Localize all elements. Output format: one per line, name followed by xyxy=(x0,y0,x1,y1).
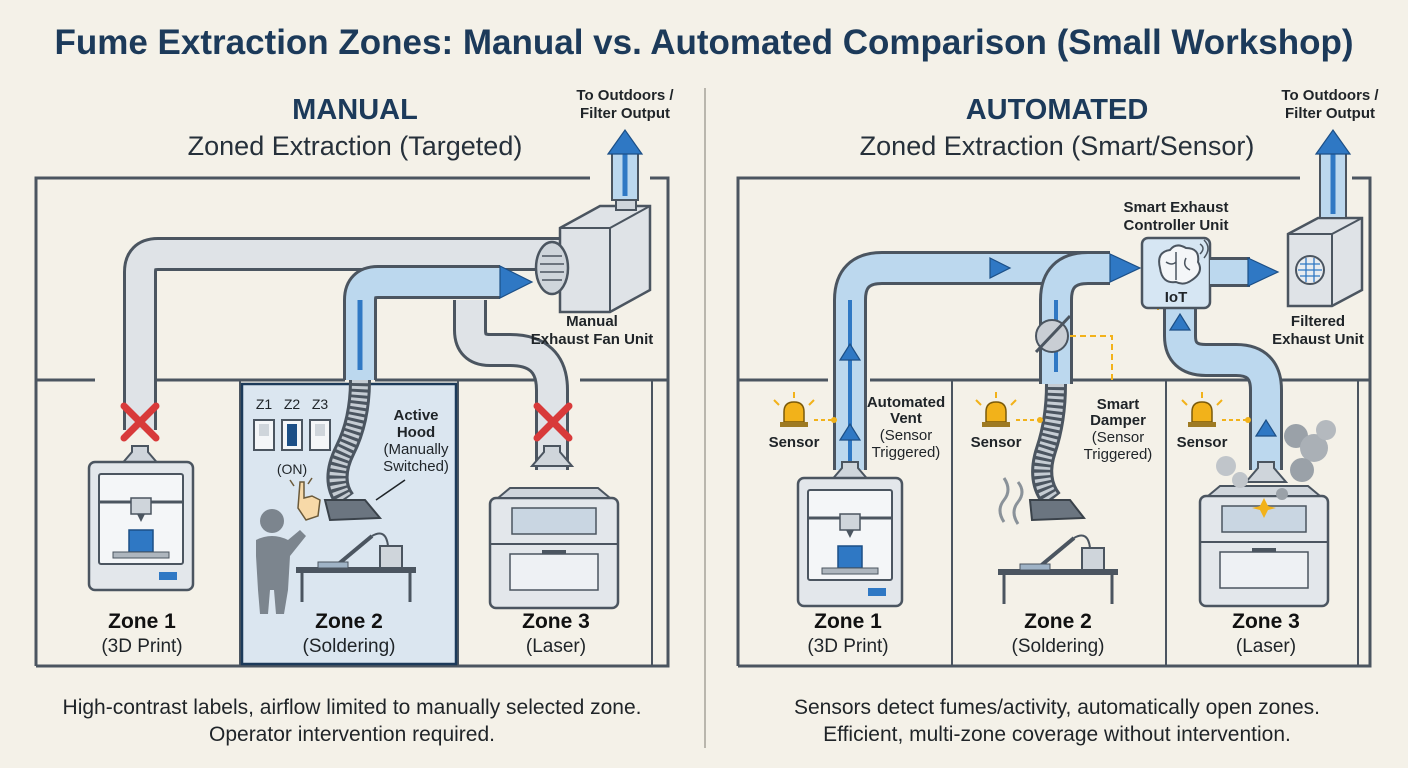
automated-zone3-desc: (Laser) xyxy=(1236,636,1296,657)
manual-subheading: Zoned Extraction (Targeted) xyxy=(188,131,523,161)
automated-zone2-desc: (Soldering) xyxy=(1012,636,1105,657)
controller-label-2: Controller Unit xyxy=(1124,217,1229,234)
automated-heading: AUTOMATED xyxy=(966,94,1149,126)
zone1-sensor-icon xyxy=(773,391,815,428)
zone2-sensor-icon xyxy=(975,391,1017,428)
hand-pointer-icon xyxy=(289,477,321,521)
automated-caption-2: Efficient, multi-zone coverage without i… xyxy=(823,723,1291,746)
manual-zone2-name: Zone 2 xyxy=(315,610,383,633)
manual-zone1-name: Zone 1 xyxy=(108,610,176,633)
automated-outlet-label-1: To Outdoors / xyxy=(1281,87,1379,104)
manual-hood-label-1: Active xyxy=(393,407,438,424)
automated-zone3-name: Zone 3 xyxy=(1232,610,1300,633)
automated-airflow-arrow-to-controller xyxy=(1109,253,1142,283)
manual-caption-2: Operator intervention required. xyxy=(209,723,495,746)
laser-spark-icon xyxy=(1252,498,1276,518)
manual-zone1-desc: (3D Print) xyxy=(101,636,182,657)
smart-damper-icon xyxy=(1034,314,1072,354)
manual-zone1-3d-printer xyxy=(87,460,195,592)
automated-zone1-3d-printer xyxy=(796,476,904,608)
automated-panel: AUTOMATED Zoned Extraction (Smart/Sensor… xyxy=(736,87,1379,746)
vent-label-3: (Sensor xyxy=(880,427,933,444)
manual-outlet-arrow xyxy=(606,128,644,155)
damper-label-2: Damper xyxy=(1090,412,1146,429)
automated-caption-1: Sensors detect fumes/activity, automatic… xyxy=(794,696,1320,719)
operator-person-icon xyxy=(256,509,306,614)
vent-label-2: Vent xyxy=(890,410,922,427)
vent-label-4: Triggered) xyxy=(872,444,941,461)
zone3-smoke-icon xyxy=(1216,420,1336,500)
zone1-sensor-label: Sensor xyxy=(769,434,820,451)
damper-label-3: (Sensor xyxy=(1092,429,1145,446)
manual-zone3-laser-cutter xyxy=(488,486,620,610)
zone2-sensor-label: Sensor xyxy=(971,434,1022,451)
automated-airflow-arrow-to-exhaust xyxy=(1247,257,1280,287)
manual-zone2-desc: (Soldering) xyxy=(303,636,396,657)
manual-exhaust-fan-unit xyxy=(534,195,652,314)
manual-zone3-name: Zone 3 xyxy=(522,610,590,633)
manual-fan-label-2: Exhaust Fan Unit xyxy=(531,331,654,348)
automated-zone2-name: Zone 2 xyxy=(1024,610,1092,633)
vent-label-1: Automated xyxy=(867,394,945,411)
exhaust-label-1: Filtered xyxy=(1291,313,1345,330)
manual-active-hood xyxy=(323,499,383,522)
manual-building-outline xyxy=(34,176,670,668)
manual-zone3-desc: (Laser) xyxy=(526,636,586,657)
manual-panel: MANUAL Zoned Extraction (Targeted) xyxy=(34,87,674,746)
controller-iot-badge: IoT xyxy=(1165,289,1188,306)
automated-outlet-arrow xyxy=(1314,128,1352,155)
wifi-icon xyxy=(1199,239,1209,259)
manual-heading: MANUAL xyxy=(292,94,418,126)
exhaust-label-2: Exhaust Unit xyxy=(1272,331,1364,348)
automated-building-outline xyxy=(736,176,1372,668)
brain-icon xyxy=(1158,244,1201,285)
switch-label-z1: Z1 xyxy=(256,396,273,412)
automated-subheading: Zoned Extraction (Smart/Sensor) xyxy=(860,131,1255,161)
automated-zone1-desc: (3D Print) xyxy=(807,636,888,657)
automated-zone2-hood xyxy=(1028,499,1086,522)
manual-zone3-closed-icon xyxy=(533,402,573,442)
automated-zone1-name: Zone 1 xyxy=(814,610,882,633)
damper-label-1: Smart xyxy=(1097,396,1140,413)
manual-hood-label-4: Switched) xyxy=(383,458,449,475)
damper-signal-line xyxy=(1070,335,1113,380)
manual-hood-pointer-line xyxy=(375,479,406,501)
manual-fan-label-1: Manual xyxy=(566,313,618,330)
smart-controller-unit: IoT xyxy=(1140,236,1212,310)
switch-state-label: (ON) xyxy=(277,461,307,477)
zone-switch-panel: Z1 Z2 Z3 (ON) xyxy=(253,396,331,477)
automated-outlet-label-2: Filter Output xyxy=(1285,105,1375,122)
page-title: Fume Extraction Zones: Manual vs. Automa… xyxy=(54,23,1353,62)
switch-label-z3: Z3 xyxy=(312,396,329,412)
automated-zone2-soldering-bench xyxy=(998,536,1118,604)
manual-outlet-label-2: Filter Output xyxy=(580,105,670,122)
automated-flex-hose xyxy=(1031,383,1067,507)
zone3-sensor-icon xyxy=(1181,391,1223,428)
damper-label-4: Triggered) xyxy=(1084,446,1153,463)
manual-airflow-arrow-to-fan xyxy=(499,265,534,299)
switch-label-z2: Z2 xyxy=(284,396,301,412)
manual-hood-label-2: Hood xyxy=(397,424,435,441)
zone2-smoke-icon xyxy=(998,477,1024,525)
filtered-exhaust-unit xyxy=(1286,216,1364,308)
manual-caption-1: High-contrast labels, airflow limited to… xyxy=(63,696,642,719)
manual-outlet-label-1: To Outdoors / xyxy=(576,87,674,104)
controller-label-1: Smart Exhaust xyxy=(1123,199,1228,216)
manual-hood-label-3: (Manually xyxy=(383,441,449,458)
manual-zone1-closed-icon xyxy=(120,402,160,442)
zone3-sensor-label: Sensor xyxy=(1177,434,1228,451)
